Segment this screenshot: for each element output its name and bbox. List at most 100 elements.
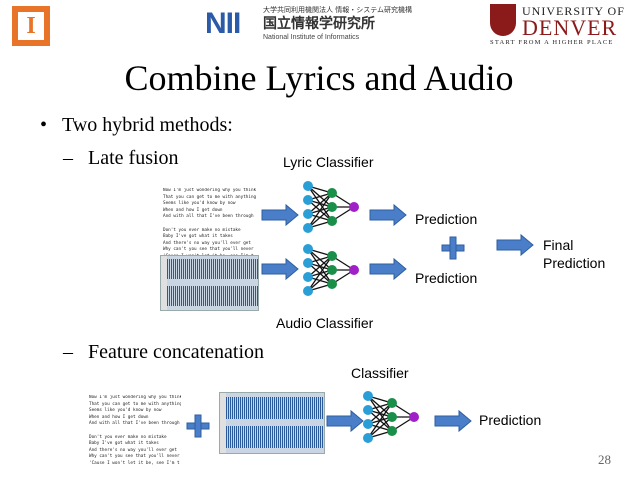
network-edge [367, 416, 393, 439]
classifier-label: Classifier [351, 365, 409, 381]
illinois-logo: I [12, 6, 50, 46]
du-logo-line1: UNIVERSITY OF [522, 4, 625, 18]
arrow-icon [496, 234, 534, 256]
lyrics-line: 'Cause I won't let it be, see I'm t [89, 460, 180, 466]
network-node [303, 181, 313, 191]
sub-bullet-dash-2: – [63, 341, 73, 363]
lyrics-line: Now I'm just wondering why you think [163, 188, 257, 193]
nii-logo-mark: NII [205, 7, 241, 40]
prediction-bottom-label: Prediction [415, 270, 478, 286]
audio-waveform-feature-concat [219, 392, 325, 454]
network-node [363, 433, 373, 443]
network-node [349, 265, 359, 275]
lyrics-line: Don't you ever make no mistake [163, 227, 241, 233]
network-node [303, 195, 313, 205]
network-node [327, 188, 337, 198]
du-logo-tagline: START FROM A HIGHER PLACE [490, 39, 614, 46]
network-edge [307, 206, 333, 229]
lyrics-line: Why can't you see that you'll never [163, 247, 254, 253]
lyrics-line: When and how I get down [163, 207, 223, 213]
waveform-graphic [161, 256, 258, 310]
network-node [363, 391, 373, 401]
concat-prediction-label: Prediction [479, 412, 542, 428]
lyrics-line: And with all that I've been through [89, 421, 180, 427]
page-number: 28 [598, 452, 611, 467]
network-node [409, 412, 419, 422]
lyrics-line: And with all that I've been through [163, 214, 254, 220]
lyrics-line: That you can get to me with anything [163, 194, 257, 200]
network-node [327, 265, 337, 275]
neural-network-icon [363, 391, 419, 443]
neural-network-icon [303, 181, 359, 233]
network-edge [307, 255, 333, 292]
sub-bullet-dash-1: – [63, 147, 73, 169]
nii-logo-english: National Institute of Informatics [263, 34, 360, 41]
network-node [303, 244, 313, 254]
nii-logo: NII 大学共同利用機関法人 情報・システム研究機構 国立情報学研究所 Nati… [205, 6, 412, 44]
lyrics-line: And there's no way you'll ever get [89, 447, 177, 453]
network-node [303, 258, 313, 268]
audio-classifier-label: Audio Classifier [276, 315, 374, 331]
network-node [303, 223, 313, 233]
network-node [303, 286, 313, 296]
lyrics-line: Baby I've got what it takes [89, 441, 159, 447]
arrow-icon [434, 410, 472, 432]
network-node [327, 279, 337, 289]
network-node [363, 405, 373, 415]
network-node [303, 209, 313, 219]
lyrics-text-late-fusion: Now I'm just wondering why you think Tha… [163, 188, 258, 262]
nii-logo-japanese: 国立情報学研究所 [263, 16, 375, 32]
bullet-main: Two hybrid methods: [62, 114, 233, 136]
arrow-icon [369, 204, 407, 226]
network-node [387, 426, 397, 436]
lyrics-line: Now I'm just wondering why you think [89, 395, 181, 400]
network-node [387, 412, 397, 422]
arrow-icon [261, 258, 299, 280]
du-logo-line2: DENVER [522, 15, 618, 40]
network-edge [367, 402, 393, 439]
network-edge [367, 402, 393, 425]
illinois-logo-box [18, 12, 44, 40]
neural-network-icon [303, 244, 359, 296]
prediction-top-label: Prediction [415, 211, 478, 227]
network-node [327, 216, 337, 226]
du-shield-icon [490, 4, 516, 36]
arrow-icon [369, 258, 407, 280]
network-node [363, 419, 373, 429]
lyrics-line: When and how I get down [89, 414, 149, 420]
network-edge [307, 192, 333, 215]
waveform-graphic [220, 393, 324, 453]
sub-bullet-late-fusion: Late fusion [88, 147, 179, 169]
network-node [327, 202, 337, 212]
plus-icon [186, 414, 210, 438]
plus-icon [441, 236, 465, 260]
lyrics-line: Baby I've got what it takes [163, 234, 233, 240]
lyrics-text-feature-concat: Now I'm just wondering why you think Tha… [89, 395, 181, 469]
network-edge [307, 269, 333, 292]
network-node [327, 251, 337, 261]
lyrics-line: Why can't you see that you'll never [89, 454, 180, 460]
lyrics-line: Seems like you'd know by now [89, 408, 162, 414]
network-node [303, 272, 313, 282]
illinois-logo-letter: I [26, 13, 36, 39]
network-node [349, 202, 359, 212]
network-edge [307, 192, 333, 229]
final-prediction-label-line1: Final [543, 237, 574, 253]
network-node [387, 398, 397, 408]
lyrics-line: Don't you ever make no mistake [89, 434, 167, 440]
lyrics-line: And there's no way you'll ever get [163, 240, 251, 246]
arrow-icon [326, 410, 364, 432]
arrow-icon [261, 204, 299, 226]
university-of-denver-logo: UNIVERSITY OF DENVER START FROM A HIGHER… [490, 4, 635, 46]
lyric-classifier-label: Lyric Classifier [283, 154, 374, 170]
lyrics-line: Seems like you'd know by now [163, 201, 236, 207]
slide-title: Combine Lyrics and Audio [124, 58, 514, 98]
nii-logo-top-line: 大学共同利用機関法人 情報・システム研究機構 [263, 6, 413, 14]
bullet-marker: • [40, 114, 48, 136]
network-edge [307, 255, 333, 278]
sub-bullet-feature-concat: Feature concatenation [88, 341, 265, 363]
final-prediction-label-line2: Prediction [543, 255, 606, 271]
audio-waveform-late-fusion [160, 255, 259, 311]
lyrics-line: That you can get to me with anything [89, 401, 181, 407]
